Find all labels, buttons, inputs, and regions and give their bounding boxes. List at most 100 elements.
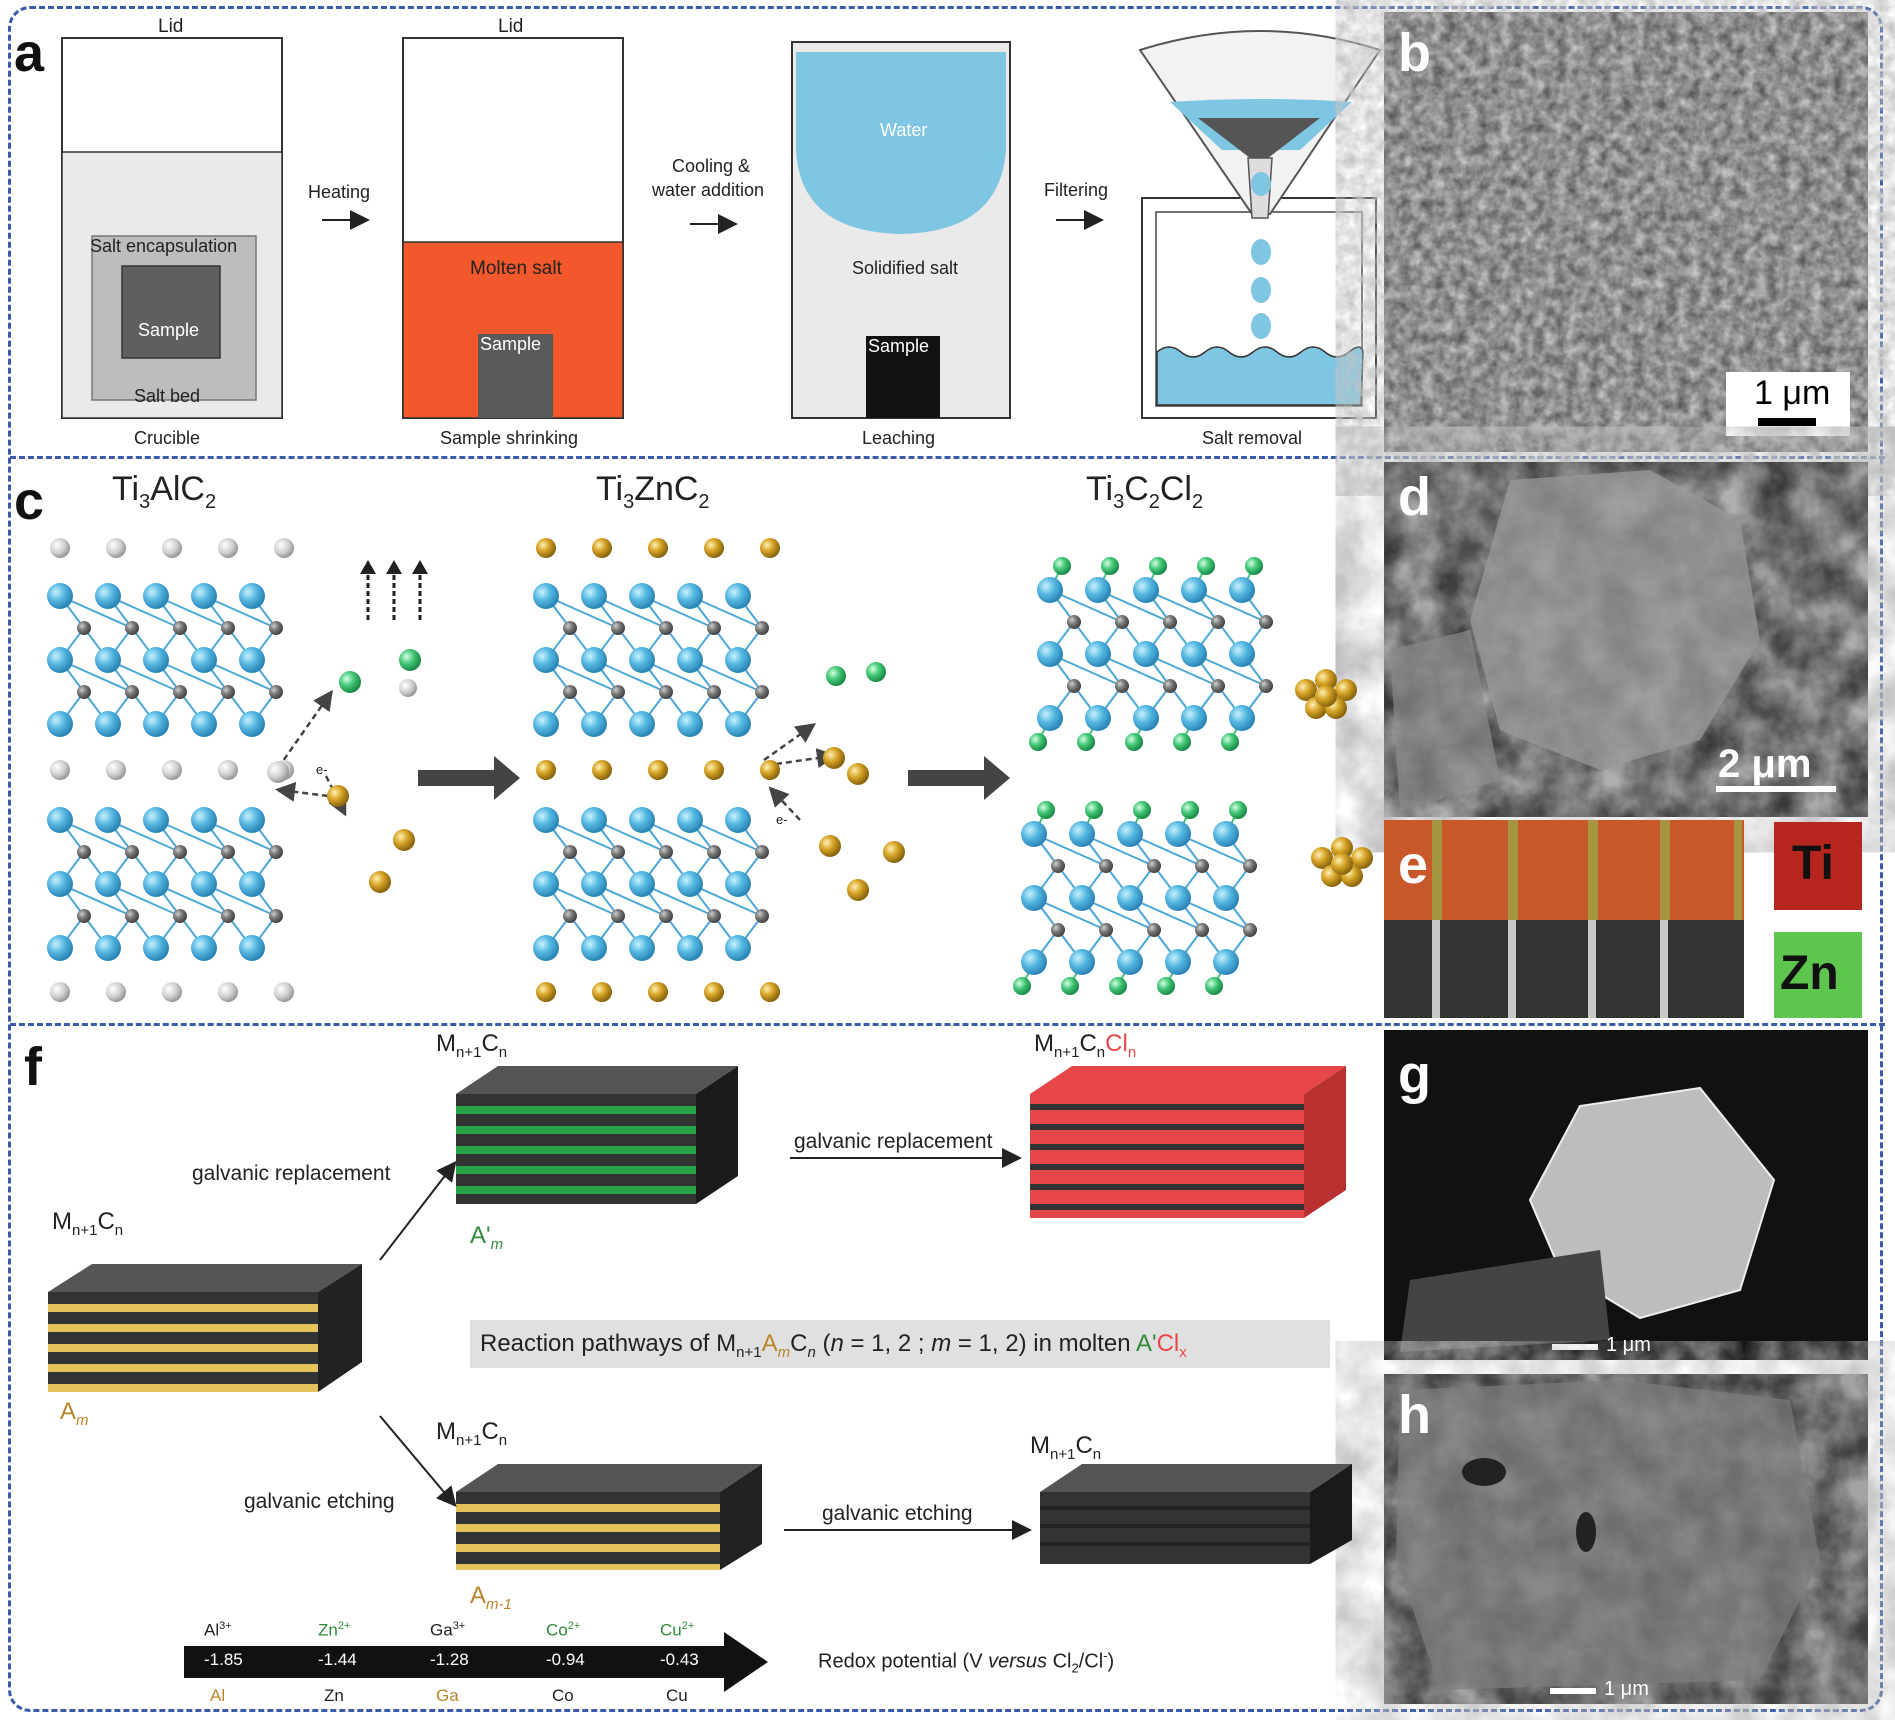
galvanic-replacement-label-1: galvanic replacement xyxy=(192,1162,391,1185)
bond-233 xyxy=(689,819,763,853)
c-atom-247 xyxy=(563,909,577,923)
separator-2 xyxy=(10,1023,1885,1026)
cl-atom-407 xyxy=(1061,977,1079,995)
bond-10 xyxy=(59,659,133,693)
reaction-pathways-box xyxy=(470,1320,1330,1368)
ti-atom-393 xyxy=(1021,821,1047,847)
ti-atom-426 xyxy=(1165,949,1191,975)
ti-atom-185 xyxy=(581,647,607,673)
ti-atom-254 xyxy=(629,807,655,833)
al-atom-0 xyxy=(50,538,70,558)
ion-label-al: Al3+ xyxy=(204,1620,232,1640)
ti-atom-258 xyxy=(629,935,655,961)
element-name-cu: Cu xyxy=(666,1686,688,1705)
al-atom-4 xyxy=(274,538,294,558)
bond-155 xyxy=(593,659,667,693)
ti-atom-314 xyxy=(1037,641,1063,667)
ti-atom-124 xyxy=(191,871,217,897)
c-atom-351 xyxy=(1259,679,1273,693)
ti-atom-112 xyxy=(95,807,121,833)
cl-atom-416 xyxy=(1109,977,1127,995)
ti-atom-198 xyxy=(725,583,751,609)
bond-291 xyxy=(1145,589,1219,623)
bond-163 xyxy=(641,659,715,693)
zn-atom-137 xyxy=(536,538,556,558)
ti-atom-182 xyxy=(533,711,559,737)
sample-shrinking-label: Sample shrinking xyxy=(440,428,579,448)
ti-atom-261 xyxy=(677,871,703,897)
zn-atom-140 xyxy=(704,538,724,558)
bond-76 xyxy=(59,883,133,917)
bond-159 xyxy=(641,595,715,629)
c-atom-257 xyxy=(659,909,673,923)
ti-atom-55 xyxy=(143,711,169,737)
ti-atom-61 xyxy=(239,583,265,609)
ti-atom-336 xyxy=(1133,705,1159,731)
ti-atom-109 xyxy=(47,871,73,897)
ion-label-co: Co2+ xyxy=(546,1620,581,1640)
zn-atom-138 xyxy=(592,538,612,558)
formula-ti3c2cl2: Ti3C2Cl2 xyxy=(1086,470,1204,513)
ti-atom-56 xyxy=(191,583,217,609)
zn-atom-272 xyxy=(704,982,724,1002)
panel-label-c: c xyxy=(14,471,45,531)
big-arrow-2 xyxy=(908,756,1010,800)
zn-cluster-atom-451 xyxy=(1315,669,1337,691)
zn-atom-204 xyxy=(592,760,612,780)
formula-am: Am xyxy=(60,1398,89,1429)
bond-279 xyxy=(1049,653,1123,687)
c-atom-340 xyxy=(1211,615,1225,629)
cl-atom-436 xyxy=(339,671,361,693)
ti-atom-341 xyxy=(1181,641,1207,667)
cl-atom-317 xyxy=(1029,733,1047,751)
c-atom-189 xyxy=(659,621,673,635)
ti-atom-345 xyxy=(1181,705,1207,731)
ti-atom-188 xyxy=(629,583,655,609)
cl-atom-428 xyxy=(1229,801,1247,819)
ti-atom-348 xyxy=(1229,577,1255,603)
element-name-zn: Zn xyxy=(324,1686,344,1705)
ti-atom-264 xyxy=(725,807,751,833)
bond-275 xyxy=(1049,589,1123,623)
ti-atom-321 xyxy=(1085,577,1111,603)
ti-atom-429 xyxy=(1213,821,1239,847)
c-atom-333 xyxy=(1163,679,1177,693)
c-atom-59 xyxy=(221,685,235,699)
c-atom-315 xyxy=(1067,679,1081,693)
bond-151 xyxy=(593,595,667,629)
zn-legend-label: Zn xyxy=(1780,947,1839,1000)
ti-atom-119 xyxy=(143,871,169,897)
panel-label-f: f xyxy=(24,1037,42,1097)
redox-arrow xyxy=(184,1632,768,1692)
electron-label-1: e- xyxy=(316,762,328,777)
c-atom-179 xyxy=(563,621,577,635)
formula-am-1: Am-1 xyxy=(470,1582,512,1613)
ti-atom-435 xyxy=(1213,949,1239,975)
c-atom-412 xyxy=(1147,859,1161,873)
ti-legend-box xyxy=(1774,822,1862,910)
panel-label-a: a xyxy=(14,23,45,83)
ti-atom-60 xyxy=(191,711,217,737)
ti-atom-127 xyxy=(239,807,265,833)
bond-6 xyxy=(59,595,133,629)
c-atom-184 xyxy=(611,621,625,635)
cl-atom-410 xyxy=(1133,801,1151,819)
bond-356 xyxy=(1033,833,1107,867)
stack-red xyxy=(1030,1066,1346,1218)
zn-cluster-atom-458 xyxy=(1351,847,1373,869)
al-atom-132 xyxy=(50,982,70,1002)
bond-100 xyxy=(203,883,277,917)
galvanic-replacement-label-2: galvanic replacement xyxy=(794,1130,993,1153)
al-atom-67 xyxy=(106,760,126,780)
ti-atom-404 xyxy=(1069,885,1095,911)
ti-atom-183 xyxy=(581,583,607,609)
stack-etched xyxy=(1040,1464,1352,1564)
reaction-pathways-label: Reaction pathways of Mn+1AmCn (n = 1, 2 … xyxy=(480,1330,1187,1361)
stack-gold xyxy=(456,1464,762,1570)
c-atom-42 xyxy=(77,621,91,635)
bond-303 xyxy=(1193,653,1267,687)
zn-atom-273 xyxy=(760,982,780,1002)
al-atom-134 xyxy=(162,982,182,1002)
al-atom-68 xyxy=(162,760,182,780)
cl-atom-344 xyxy=(1173,733,1191,751)
